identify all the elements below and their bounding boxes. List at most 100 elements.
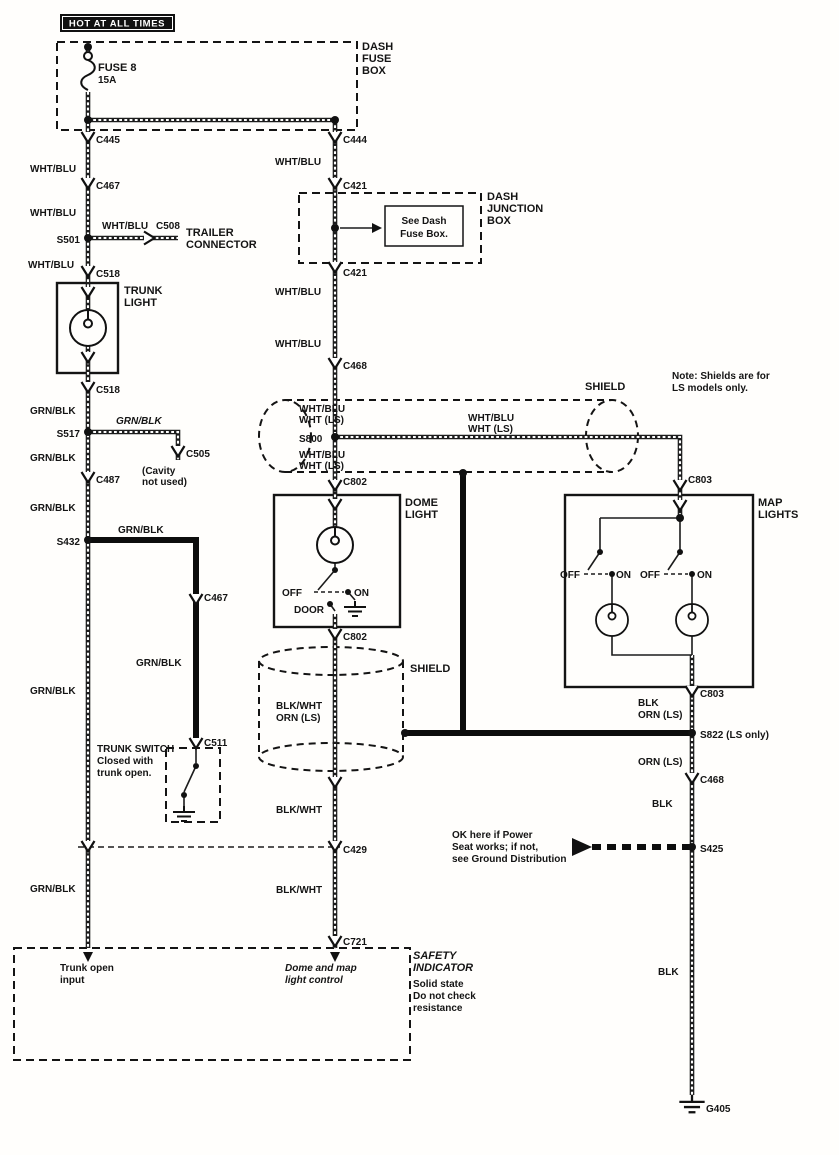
wire-color-label: BLK bbox=[638, 698, 659, 709]
trunk-switch-top-contact bbox=[193, 763, 199, 769]
junction-box-tap bbox=[331, 224, 339, 232]
safety-indicator-sub-2: Do not check bbox=[413, 991, 476, 1002]
connector-c511-icon bbox=[188, 736, 204, 750]
ok-note-pointer-arrow bbox=[572, 838, 592, 856]
wire-color-label: WHT (LS) bbox=[299, 415, 344, 426]
trunk-light-title-2: LIGHT bbox=[124, 297, 157, 309]
map-light-left-bulb-icon bbox=[595, 603, 629, 637]
wire-color-label: WHT/BLU bbox=[275, 287, 321, 298]
label-s432: S432 bbox=[57, 537, 81, 548]
map-lights-title-1: MAP bbox=[758, 497, 782, 509]
label-s517: S517 bbox=[57, 429, 81, 440]
connector-c468-middle-icon bbox=[327, 356, 343, 370]
hot-at-all-times-box bbox=[60, 14, 175, 32]
fusebox-junction-left bbox=[84, 116, 92, 124]
wire-color-label: WHT/BLU bbox=[275, 157, 321, 168]
wire-color-label: GRN/BLK bbox=[30, 453, 76, 464]
label-s800: S800 bbox=[299, 434, 323, 445]
wire-color-label: GRN/BLK bbox=[136, 658, 182, 669]
dome-switch-pivot bbox=[332, 567, 338, 573]
splice-s517 bbox=[84, 428, 92, 436]
map-right-switch-pivot bbox=[677, 549, 683, 555]
splice-s501 bbox=[84, 234, 92, 242]
label-c467: C467 bbox=[96, 181, 120, 192]
map-lights-box bbox=[563, 493, 755, 689]
trunk-switch-note-2: trunk open. bbox=[97, 768, 152, 779]
connector-c508-icon bbox=[142, 230, 156, 246]
ok-note-3: see Ground Distribution bbox=[452, 854, 566, 865]
safety-control-label-2: light control bbox=[285, 975, 343, 986]
dome-light-ground-icon bbox=[343, 600, 367, 617]
label-c518-upper: C518 bbox=[96, 269, 120, 280]
dome-light-title-2: LIGHT bbox=[405, 509, 438, 521]
shield1-drain-junction bbox=[459, 469, 467, 477]
wire-color-label: WHT/BLU bbox=[299, 404, 345, 415]
connector-c444-icon bbox=[327, 130, 343, 144]
wiring-layer bbox=[78, 45, 695, 1095]
shield2-exit-arrow bbox=[327, 775, 343, 789]
label-c487: C487 bbox=[96, 475, 120, 486]
label-c445: C445 bbox=[96, 135, 120, 146]
dome-off-label: OFF bbox=[282, 588, 302, 599]
wire-color-label: GRN/BLK bbox=[30, 686, 76, 697]
connector-c518-lower-icon bbox=[80, 380, 96, 394]
label-s501: S501 bbox=[57, 235, 81, 246]
label-c429: C429 bbox=[343, 845, 367, 856]
fuse-rating-label: 15A bbox=[98, 75, 116, 86]
map-light-right-bulb-icon bbox=[675, 603, 709, 637]
splice-s432 bbox=[84, 536, 92, 544]
dome-door-contact bbox=[327, 601, 333, 607]
connector-c467-branch-icon bbox=[188, 592, 204, 606]
safety-control-label-1: Dome and map bbox=[285, 963, 357, 974]
symbol-layer bbox=[69, 43, 709, 1114]
shield2-top-end bbox=[258, 646, 404, 676]
connector-c445-icon bbox=[80, 130, 96, 144]
safety-box-right-entry-arrow bbox=[330, 952, 340, 962]
shield1-walls bbox=[285, 399, 612, 473]
label-s822: S822 (LS only) bbox=[700, 730, 769, 741]
map-left-on-contact bbox=[609, 571, 615, 577]
fuse-name-label: FUSE 8 bbox=[98, 62, 137, 74]
splice-s822 bbox=[688, 729, 696, 737]
dome-door-label: DOOR bbox=[294, 605, 325, 616]
wire-color-label: ORN (LS) bbox=[638, 757, 682, 768]
connector-c802-upper-icon bbox=[327, 478, 343, 492]
hot-box-inner-border bbox=[62, 16, 173, 30]
ok-note-2: Seat works; if not, bbox=[452, 842, 538, 853]
dome-light-title-1: DOME bbox=[405, 497, 438, 509]
shield-note-1: Note: Shields are for bbox=[672, 371, 770, 382]
internal-thin-wires bbox=[183, 227, 693, 806]
wire-color-label: WHT (LS) bbox=[468, 424, 513, 435]
connector-c803-upper-icon bbox=[672, 478, 688, 492]
connector-c467-icon bbox=[80, 176, 96, 190]
junction-box-title-1: DASH bbox=[487, 191, 518, 203]
safety-input-label-2: input bbox=[60, 975, 85, 986]
junction-box-title-3: BOX bbox=[487, 215, 512, 227]
trunk-switch-title: TRUNK SWITCH bbox=[97, 744, 174, 755]
trunk-switch-note-1: Closed with bbox=[97, 756, 153, 767]
safety-box-left-entry-arrow bbox=[83, 952, 93, 962]
fuse-box-title-1: DASH bbox=[362, 41, 393, 53]
label-c421-upper: C421 bbox=[343, 181, 367, 192]
shield-note-2: LS models only. bbox=[672, 383, 748, 394]
wire-color-label: WHT (LS) bbox=[299, 461, 344, 472]
wire-color-label: WHT/BLU bbox=[28, 260, 74, 271]
wire-color-label: WHT/BLU bbox=[468, 413, 514, 424]
label-c802-upper: C802 bbox=[343, 477, 367, 488]
label-c421-lower: C421 bbox=[343, 268, 367, 279]
safety-indicator-sub-3: resistance bbox=[413, 1003, 463, 1014]
see-dash-note-1: See Dash bbox=[401, 216, 446, 227]
label-s425: S425 bbox=[700, 844, 724, 855]
wire-color-label: ORN (LS) bbox=[276, 713, 320, 724]
wire-color-label: GRN/BLK bbox=[116, 416, 162, 427]
label-c467-branch: C467 bbox=[204, 593, 228, 604]
see-dash-note-2: Fuse Box. bbox=[400, 229, 448, 240]
shield2-label: SHIELD bbox=[410, 663, 450, 675]
label-c508: C508 bbox=[156, 221, 180, 232]
hatched-wires-inner bbox=[86, 45, 694, 1095]
splice-s425 bbox=[688, 843, 696, 851]
cavity-note-1: (Cavity bbox=[142, 466, 176, 477]
safety-indicator-title-2: INDICATOR bbox=[413, 962, 473, 974]
map-lights-title-2: LIGHTS bbox=[758, 509, 798, 521]
